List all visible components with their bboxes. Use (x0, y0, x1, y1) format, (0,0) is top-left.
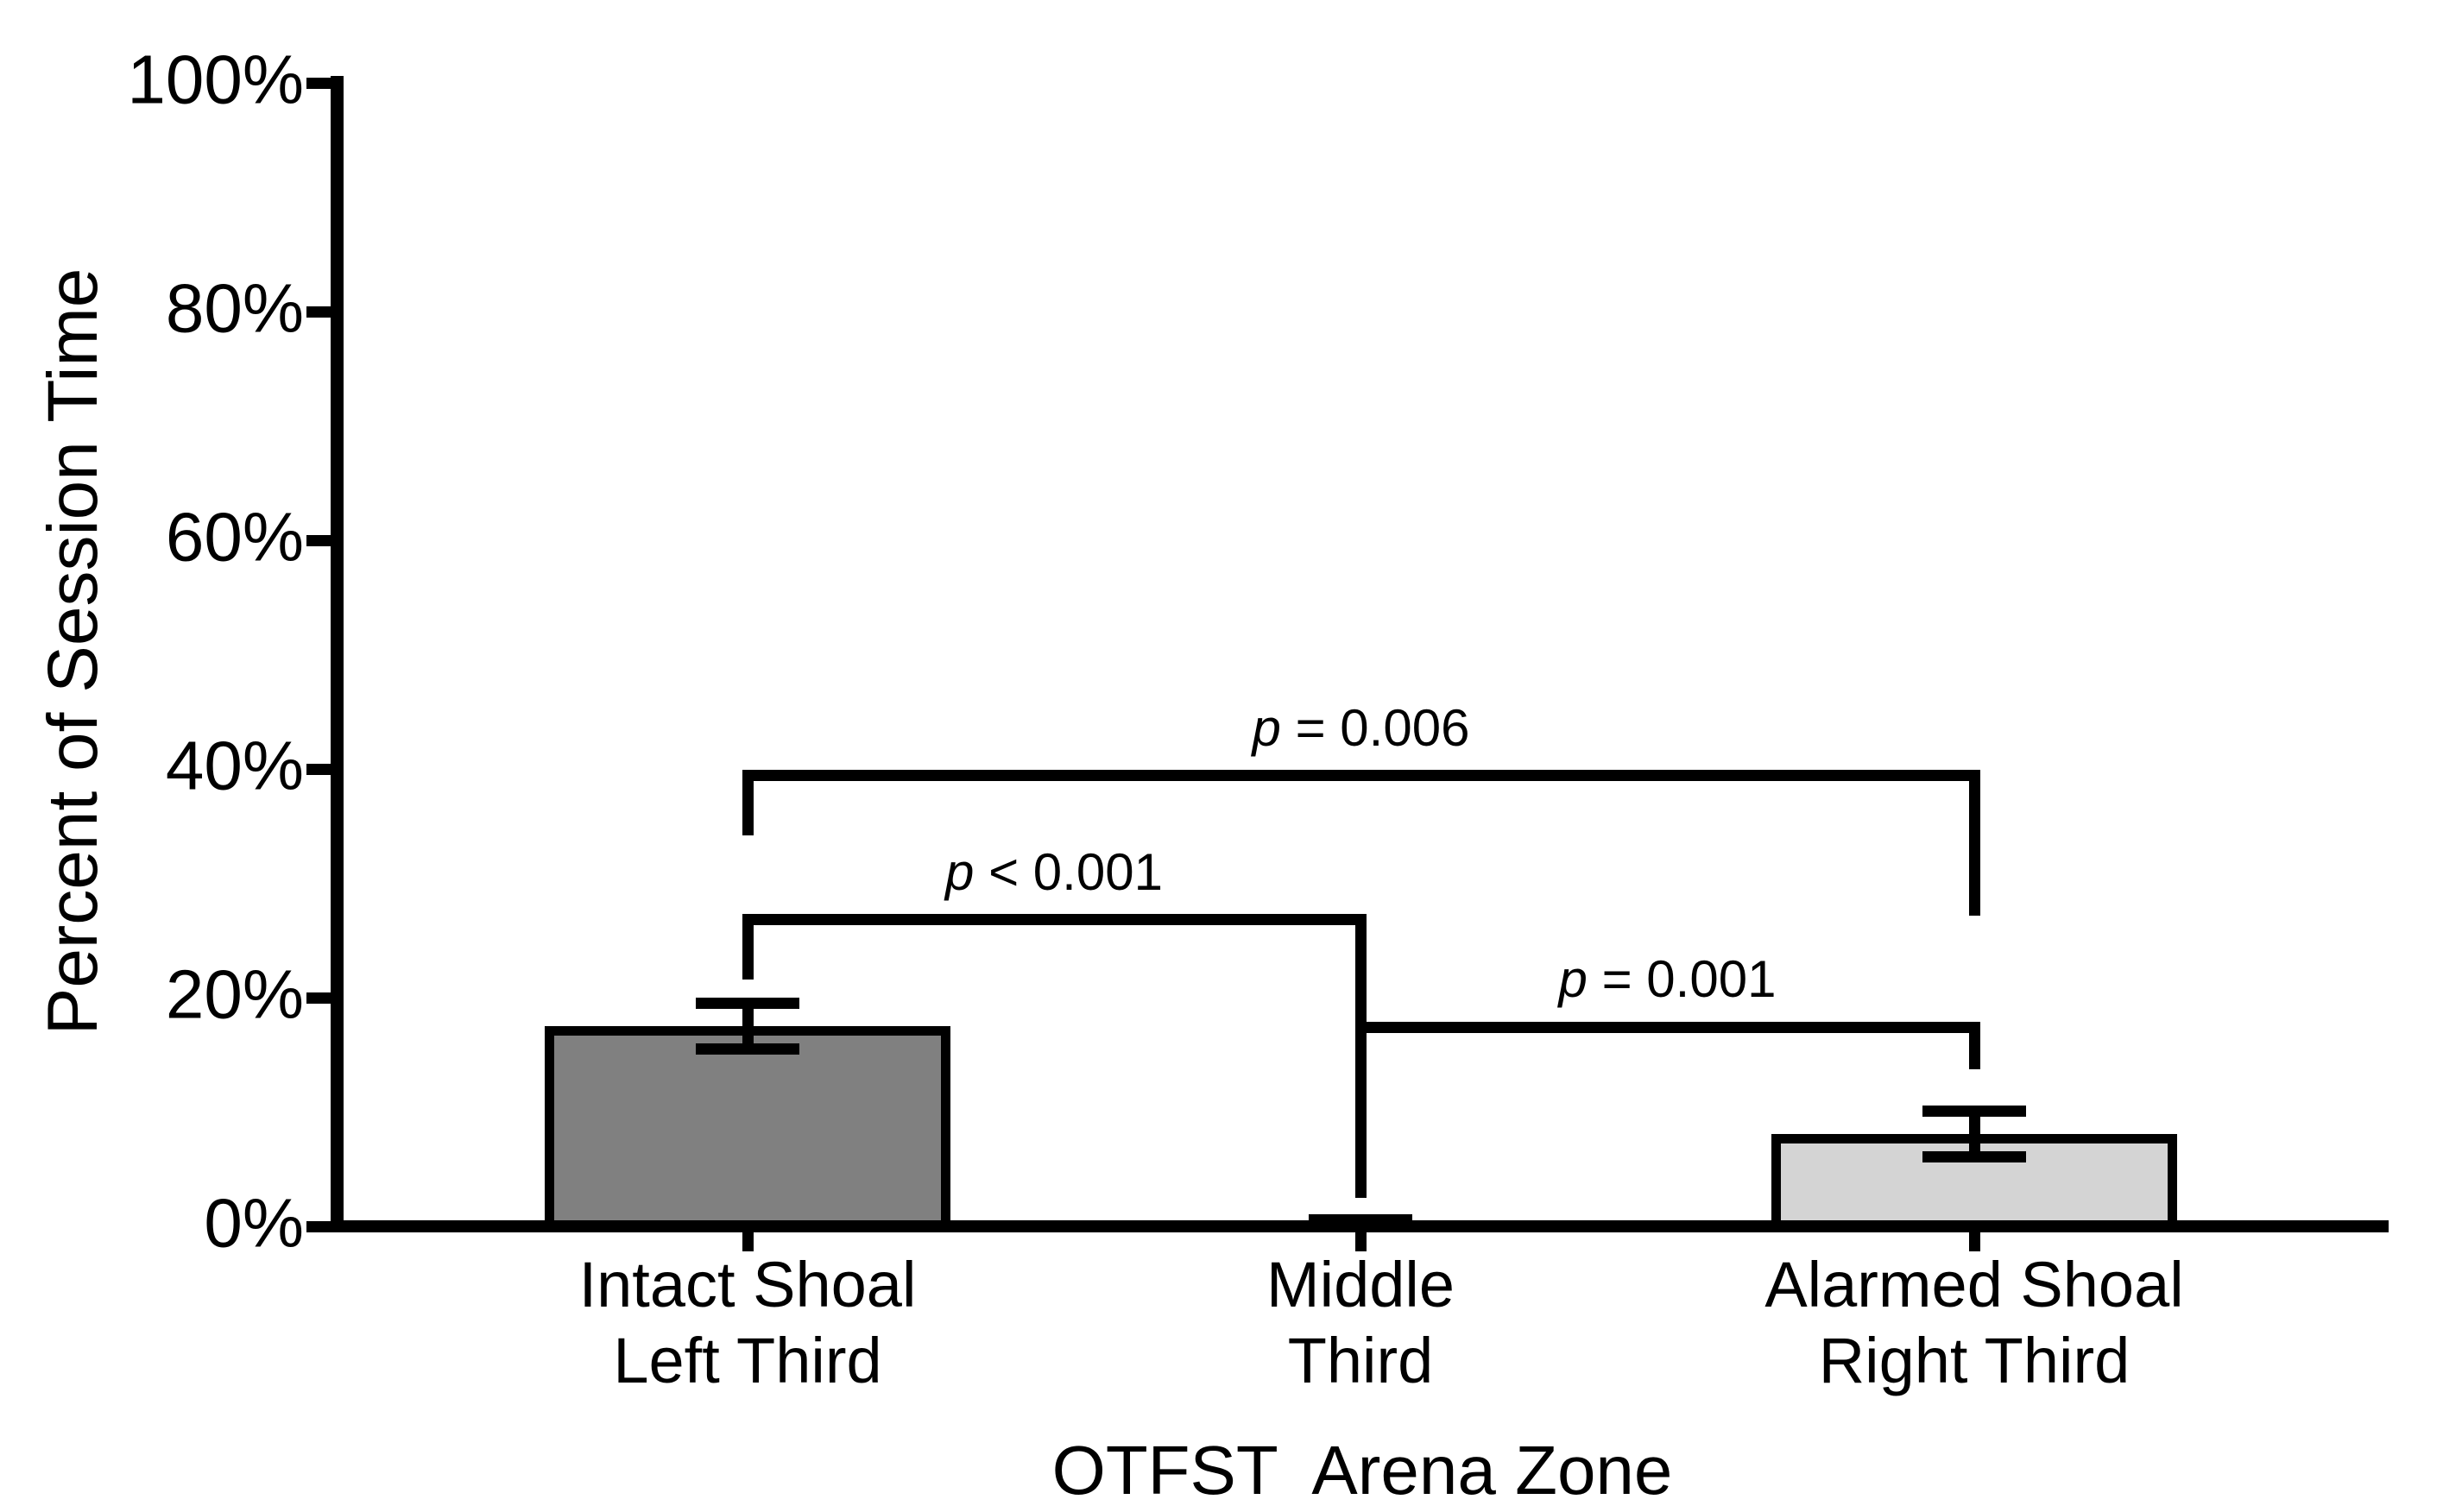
error-bar-cap (696, 998, 799, 1010)
y-tick (306, 763, 331, 775)
significance-bracket-line (742, 770, 1980, 782)
y-axis-line (331, 76, 344, 1232)
y-tick (306, 306, 331, 318)
x-axis-title: OTFST Arena Zone (1051, 1432, 1673, 1509)
x-tick (1354, 1232, 1367, 1251)
significance-bracket-leg (1354, 1027, 1367, 1198)
y-tick-label: 0% (204, 1184, 304, 1262)
x-category-label: Middle Third (1266, 1249, 1455, 1396)
error-bar-line (1968, 1111, 1980, 1157)
x-category-label: Intact Shoal Left Third (578, 1249, 917, 1396)
p-value-label: p < 0.001 (945, 842, 1163, 901)
significance-bracket-leg (1968, 775, 1980, 916)
x-category-label: Alarmed Shoal Right Third (1764, 1249, 2184, 1396)
x-tick (1968, 1232, 1980, 1251)
significance-bracket-line (742, 914, 1367, 926)
y-tick-label: 80% (165, 269, 304, 347)
error-bar-cap (1922, 1150, 2026, 1162)
significance-bracket-line (1354, 1021, 1980, 1033)
y-tick-label: 60% (165, 498, 304, 576)
y-tick-label: 20% (165, 955, 304, 1033)
p-value-label: p = 0.001 (1558, 950, 1777, 1009)
p-value-label: p = 0.006 (1252, 698, 1470, 757)
bar (545, 1026, 950, 1232)
y-tick (306, 534, 331, 546)
y-tick (306, 1220, 331, 1232)
y-tick (306, 77, 331, 89)
y-tick-label: 40% (165, 727, 304, 804)
x-axis-line (331, 1220, 2389, 1232)
y-tick-label: 100% (127, 41, 304, 118)
error-bar-line (742, 1003, 754, 1049)
significance-bracket-leg (742, 919, 754, 980)
y-tick (306, 992, 331, 1004)
significance-bracket-leg (1968, 1027, 1980, 1070)
error-bar-cap (696, 1043, 799, 1055)
x-tick (742, 1232, 754, 1251)
significance-bracket-leg (742, 775, 754, 835)
error-bar-cap (1922, 1105, 2026, 1117)
